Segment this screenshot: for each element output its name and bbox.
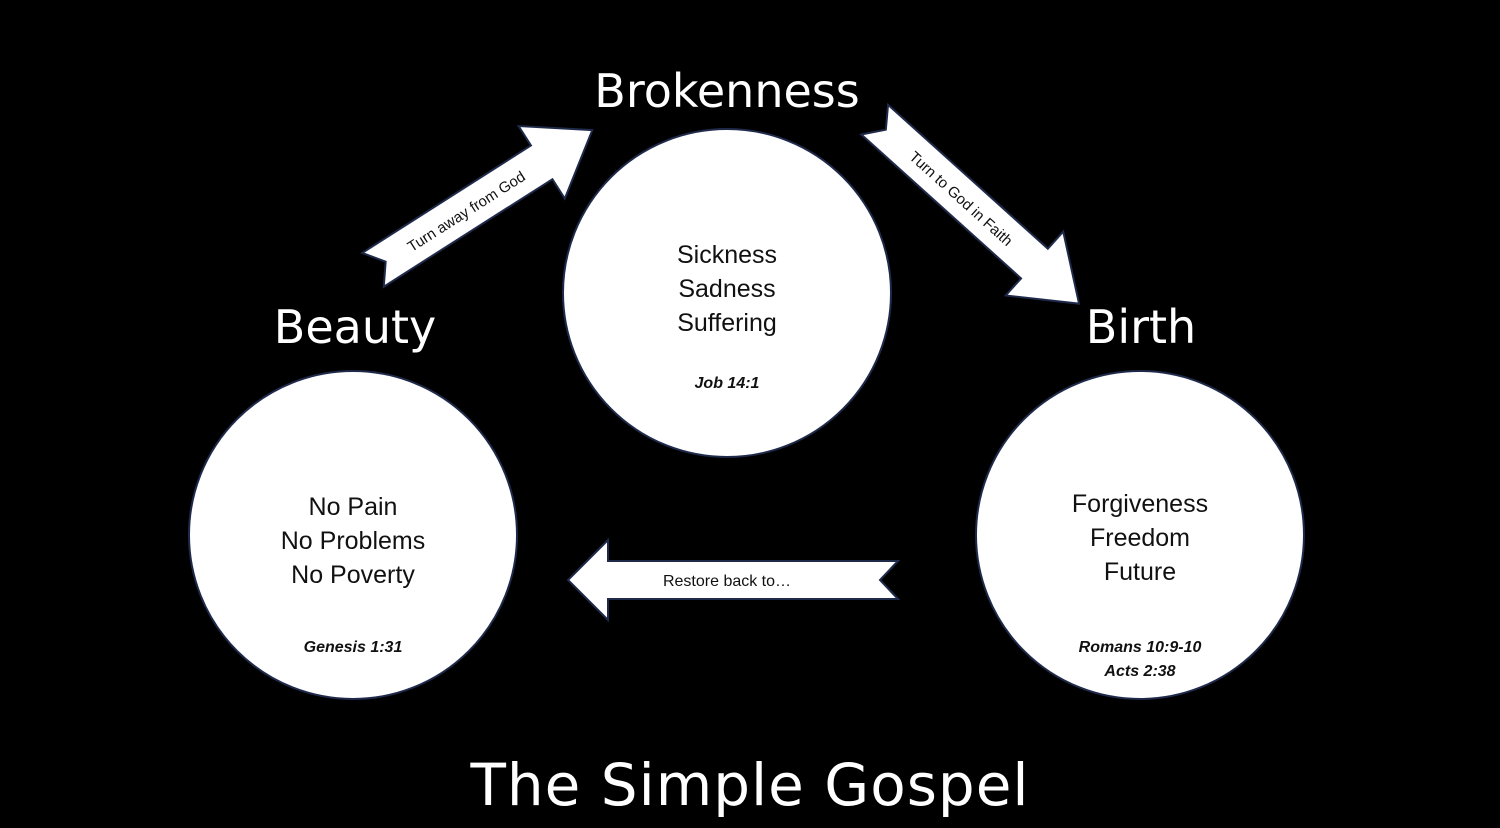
scripture-reference: Genesis 1:31	[303, 639, 403, 656]
arrow-restore: Restore back to…	[566, 537, 901, 623]
arrow-label-restore: Restore back to…	[663, 573, 791, 590]
page-title: The Simple Gospel	[470, 751, 1030, 819]
circle-line: Future	[1103, 558, 1177, 586]
heading-beauty: Beauty	[273, 300, 437, 354]
circle-line: Forgiveness	[1071, 490, 1209, 518]
circle-line: No Problems	[280, 527, 426, 555]
arrow-label-turn-to-god: Turn to God in Faith	[906, 148, 1016, 250]
circle-line: No Pain	[308, 493, 398, 521]
circle-line: Suffering	[677, 309, 777, 337]
circle-birth: Forgiveness Freedom Future Romans 10:9-1…	[975, 370, 1305, 700]
circle-line: Sadness	[678, 275, 776, 303]
circle-beauty: No Pain No Problems No Poverty Genesis 1…	[188, 370, 518, 700]
scripture-reference: Acts 2:38	[1104, 663, 1176, 680]
circle-line: No Poverty	[291, 561, 415, 589]
circle-brokenness: Sickness Sadness Suffering Job 14:1	[562, 128, 892, 458]
circle-line: Freedom	[1089, 524, 1191, 552]
heading-brokenness: Brokenness	[594, 64, 860, 118]
arrow-label-turn-away: Turn away from God	[405, 168, 529, 256]
circle-line: Sickness	[676, 241, 778, 269]
heading-birth: Birth	[1085, 300, 1197, 354]
scripture-reference: Job 14:1	[694, 375, 760, 392]
scripture-reference: Romans 10:9-10	[1078, 639, 1202, 656]
